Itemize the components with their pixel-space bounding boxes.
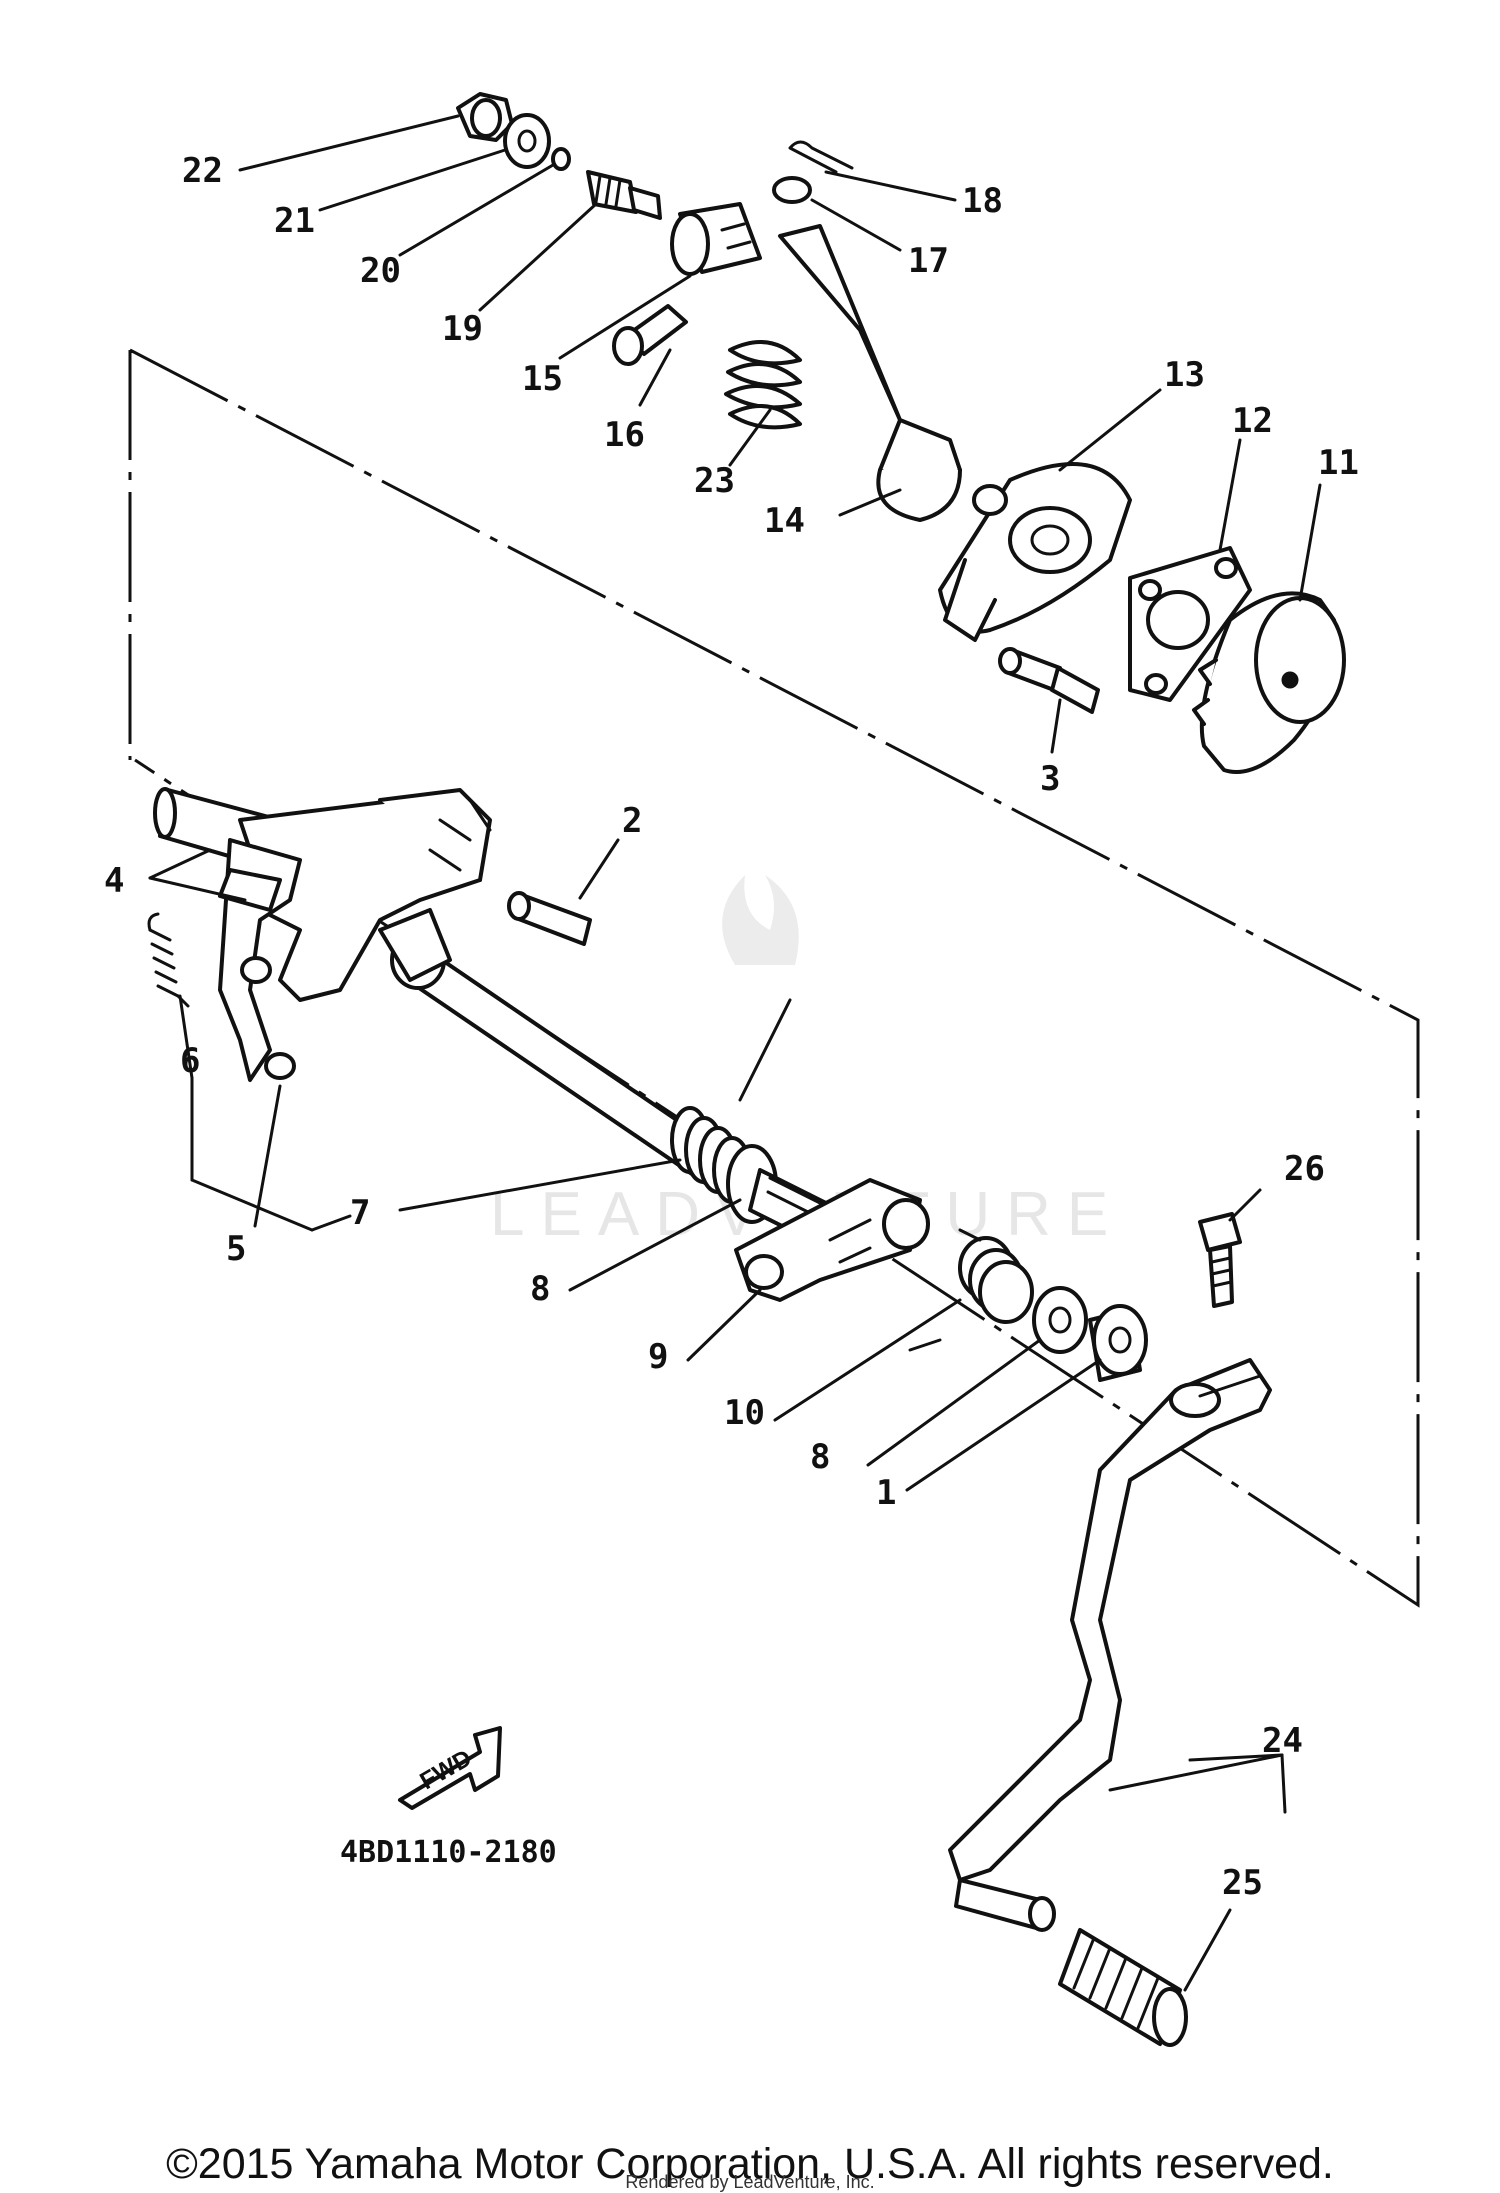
callout-15: 15 — [522, 359, 563, 399]
callouts: 22 21 20 19 15 16 18 17 23 14 13 12 11 3… — [104, 151, 1359, 1903]
shift-arm-9 — [734, 1178, 930, 1302]
callout-10: 10 — [724, 1393, 765, 1433]
callout-7: 7 — [350, 1193, 370, 1233]
callout-6: 6 — [180, 1041, 200, 1081]
callout-22: 22 — [182, 151, 223, 191]
callout-16: 16 — [604, 415, 645, 455]
spring-23 — [724, 340, 802, 430]
bolt-26 — [1198, 1212, 1242, 1308]
callout-19: 19 — [442, 309, 483, 349]
callout-13: 13 — [1164, 355, 1205, 395]
callout-26: 26 — [1284, 1149, 1325, 1189]
washer-17 — [772, 176, 812, 204]
rendered-by-text: Rendered by LeadVenture, Inc. — [625, 2172, 875, 2192]
callout-1: 1 — [876, 1473, 896, 1513]
pin-2 — [507, 891, 592, 946]
disc-plate-11 — [1192, 591, 1346, 774]
callout-14: 14 — [764, 501, 805, 541]
cover-plate-13 — [938, 462, 1132, 642]
leader-lines — [148, 114, 1322, 1992]
callout-3: 3 — [1040, 759, 1060, 799]
callout-8b: 8 — [810, 1437, 830, 1477]
clevis-pin-16 — [612, 304, 688, 366]
callout-17: 17 — [908, 241, 949, 281]
callout-8: 8 — [530, 1269, 550, 1309]
callout-20: 20 — [360, 251, 401, 291]
adjuster-bolt-19 — [586, 170, 662, 220]
callout-18: 18 — [962, 181, 1003, 221]
spring-6 — [147, 912, 190, 1008]
bracket-12 — [1128, 546, 1252, 702]
callout-23: 23 — [694, 461, 735, 501]
callout-24: 24 — [1262, 1721, 1303, 1761]
stud-bolt-3 — [998, 647, 1100, 714]
callout-9: 9 — [648, 1337, 668, 1377]
callout-21: 21 — [274, 201, 315, 241]
diagram-code: 4BD1110-2180 — [340, 1835, 557, 1870]
pedal-rubber-25 — [1058, 1928, 1188, 2047]
callout-11: 11 — [1318, 443, 1359, 483]
lever-14 — [778, 224, 962, 522]
callout-5: 5 — [226, 1229, 246, 1269]
washer-8 — [1032, 1286, 1088, 1354]
o-ring-20 — [551, 147, 571, 171]
shift-pedal-24 — [948, 1358, 1272, 1932]
callout-4: 4 — [104, 861, 124, 901]
nut-22 — [456, 92, 514, 142]
copyright-text: ©2015 Yamaha Motor Corporation, U.S.A. A… — [166, 2140, 1334, 2188]
shift-arm-assembly-4 — [153, 787, 492, 1082]
torsion-spring-10 — [908, 1228, 1034, 1352]
forward-arrow-icon: FWD — [398, 1726, 502, 1810]
collar-1 — [1088, 1304, 1148, 1382]
callout-25: 25 — [1222, 1863, 1263, 1903]
clevis-15 — [670, 202, 762, 276]
callout-2: 2 — [622, 801, 642, 841]
washer-21 — [503, 113, 551, 169]
callout-12: 12 — [1232, 401, 1273, 441]
cotter-pin-18 — [788, 140, 854, 174]
